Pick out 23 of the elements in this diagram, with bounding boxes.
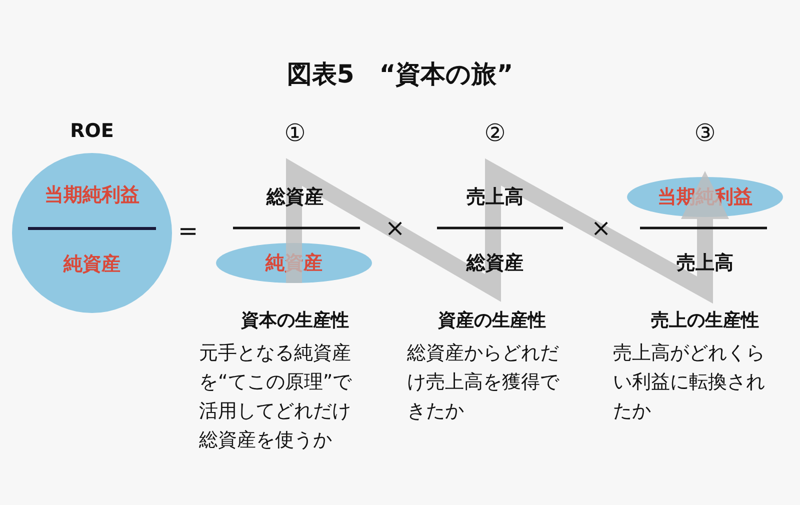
step-number: ③ bbox=[694, 119, 716, 147]
ellipse-text: 当期純利益 bbox=[658, 185, 752, 210]
description-text: 元手となる純資産を“てこの原理”で活用してどれだけ総資産を使うか bbox=[199, 341, 353, 453]
numerator: 当期純利益 bbox=[44, 183, 140, 208]
numerator: 総資産 bbox=[266, 185, 324, 210]
times-sign: × bbox=[590, 214, 612, 242]
step-number: ① bbox=[284, 119, 306, 147]
circle-label: ROE bbox=[70, 120, 114, 142]
section-heading: 資本の生産性 bbox=[241, 309, 349, 332]
description-text: 総資産からどれだけ売上高を獲得できたか bbox=[407, 341, 560, 424]
section-heading: 資産の生産性 bbox=[438, 309, 546, 332]
title: 図表5 “資本の旅” bbox=[286, 58, 514, 90]
ellipse-text: 純資産 bbox=[266, 251, 322, 276]
step-number: ② bbox=[484, 119, 506, 147]
section-heading: 売上の生産性 bbox=[651, 309, 759, 332]
zigzag-arrow bbox=[286, 158, 729, 304]
equals-sign: = bbox=[178, 217, 198, 245]
denominator: 純資産 bbox=[64, 252, 120, 277]
times-sign: × bbox=[384, 214, 406, 242]
numerator: 売上高 bbox=[466, 185, 524, 210]
denominator: 売上高 bbox=[676, 251, 734, 276]
denominator: 総資産 bbox=[466, 251, 524, 276]
description-text: 売上高がどれくらい利益に転換されたか bbox=[613, 341, 766, 424]
